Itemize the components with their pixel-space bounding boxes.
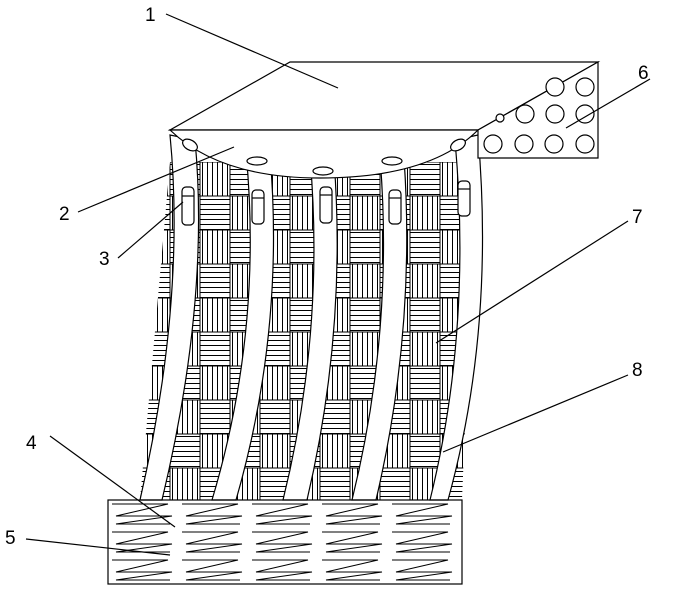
tab-1 xyxy=(182,187,194,225)
callout-5: 5 xyxy=(5,529,16,548)
tab-5 xyxy=(458,181,470,216)
callout-1: 1 xyxy=(145,6,156,25)
base-box xyxy=(108,500,462,584)
tab-2 xyxy=(252,190,264,224)
top-block xyxy=(170,62,598,178)
callout-4: 4 xyxy=(26,434,37,453)
leader-1 xyxy=(166,14,338,88)
callout-3: 3 xyxy=(99,250,110,269)
tab-4 xyxy=(389,190,401,224)
callout-7: 7 xyxy=(632,208,643,227)
callout-6: 6 xyxy=(638,64,649,83)
callout-8: 8 xyxy=(632,361,643,380)
tab-3 xyxy=(320,187,332,223)
callout-2: 2 xyxy=(59,205,70,224)
